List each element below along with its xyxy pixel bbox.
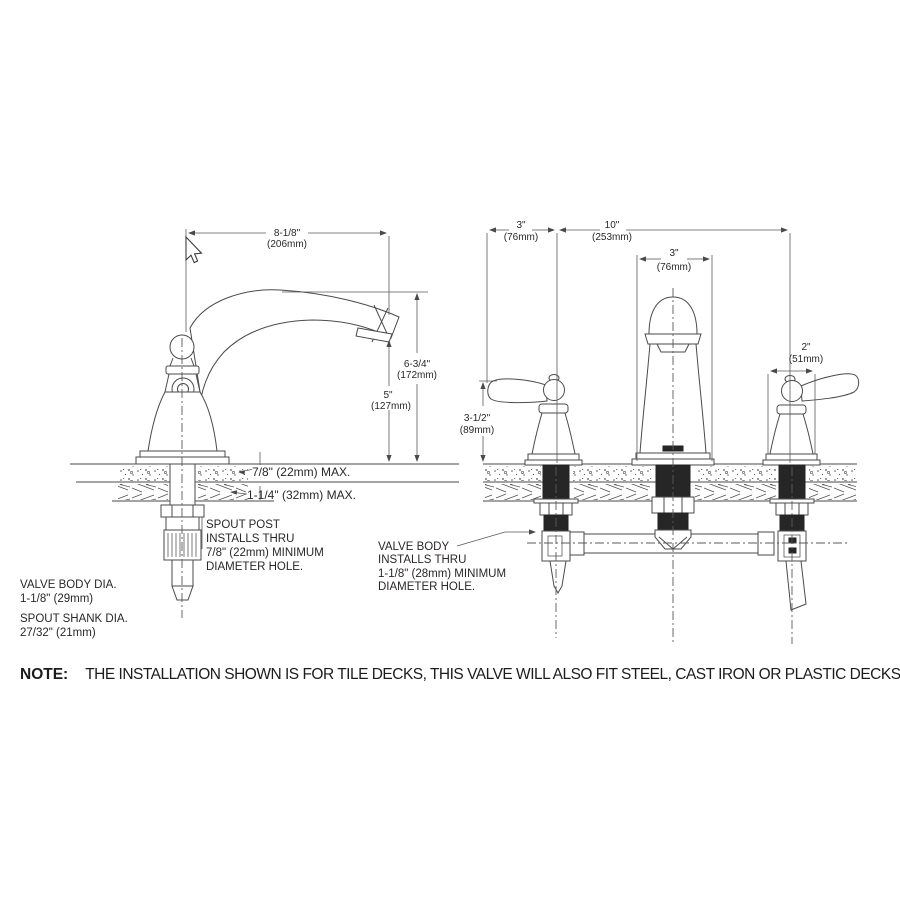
left-handle-lever — [487, 378, 548, 404]
tile-layer-texture — [118, 466, 856, 481]
dim-handle-offset-in: 3" — [516, 220, 526, 231]
diameter-note-line1: VALVE BODY DIA. — [20, 579, 117, 591]
dim-handle-base-mm: (51mm) — [789, 354, 823, 365]
spout-shank-below-deck — [160, 463, 205, 601]
dim-handle-offset-mm: (76mm) — [504, 232, 538, 243]
left-handle — [487, 374, 583, 466]
dim-spout-base-mm: (76mm) — [657, 262, 691, 273]
note-text: THE INSTALLATION SHOWN IS FOR TILE DECKS… — [85, 666, 900, 683]
pipe-coupling-right — [757, 531, 775, 556]
dim-spout-reach-mm: (206mm) — [267, 239, 307, 250]
left-valve-tailpiece — [549, 560, 567, 595]
dim-spout-reach-in: 8-1/8" — [274, 228, 301, 239]
right-handle-ball — [781, 380, 803, 402]
dim-height-outlet-mm: (127mm) — [371, 401, 411, 412]
side-view-dimensions: 8-1/8" (206mm) 6-3/4" (172mm) 5" (127mm)… — [20, 228, 437, 639]
left-handle-body — [531, 412, 576, 455]
mouse-cursor — [185, 235, 203, 264]
dim-handle-height-in: 3-1/2" — [464, 413, 491, 424]
diameter-note-line2: 1-1/8" (29mm) — [20, 593, 93, 605]
dim-handle-base-in: 2" — [801, 342, 811, 353]
dim-height-top-mm: (172mm) — [397, 370, 437, 381]
widespread-front-view — [487, 288, 860, 645]
right-handle-body — [769, 413, 814, 455]
diameter-note-line4: 27/32" (21mm) — [20, 627, 96, 639]
label-tile-thickness-max: 7/8" (22mm) MAX. — [252, 465, 350, 479]
left-handle-ball — [543, 379, 565, 401]
right-handle — [762, 373, 860, 466]
spout-post-note-line4: DIAMETER HOLE. — [206, 561, 303, 573]
spout-side-view — [135, 289, 400, 618]
spout-shank-nut — [160, 504, 205, 518]
dim-spread-in: 10" — [605, 220, 620, 231]
dim-spout-base-in: 3" — [669, 248, 679, 259]
diameter-note-line3: SPOUT SHANK DIA. — [20, 613, 128, 625]
valve-body-note-line1: VALVE BODY — [378, 541, 449, 553]
spout-post-note-line3: 7/8" (22mm) MINIMUM — [206, 547, 324, 559]
spout-arc — [189, 289, 400, 399]
dim-height-top-in: 6-3/4" — [404, 359, 431, 370]
right-valve-tailpiece — [785, 560, 807, 611]
installation-note: NOTE: THE INSTALLATION SHOWN IS FOR TILE … — [20, 666, 900, 684]
dim-height-outlet-in: 5" — [383, 390, 393, 401]
valve-body-note-line4: DIAMETER HOLE. — [378, 581, 475, 593]
subdeck-layer-texture — [118, 484, 856, 500]
note-label: NOTE: — [20, 666, 69, 683]
dim-spread-mm: (253mm) — [592, 232, 632, 243]
spout-post-note-line1: SPOUT POST — [206, 519, 280, 531]
front-view-dimensions: 3" (76mm) 10" (253mm) 3" (76mm) 2" (51mm… — [378, 220, 823, 593]
spout-finial-collar — [165, 365, 200, 375]
spout-dome — [648, 296, 698, 335]
dim-handle-height-mm: (89mm) — [460, 425, 494, 436]
spout-base-flange — [139, 450, 226, 458]
valve-body-note-line3: 1-1/8" (28mm) MINIMUM — [378, 568, 506, 580]
valve-body-note-line2: INSTALLS THRU — [378, 554, 466, 566]
spout-post-note-line2: INSTALLS THRU — [206, 533, 294, 545]
right-handle-lever — [800, 373, 860, 402]
label-deck-thickness-max: 1-1/4" (32mm) MAX. — [247, 488, 356, 502]
manifold-pipe — [567, 531, 775, 556]
spout-base-bell — [147, 391, 218, 452]
